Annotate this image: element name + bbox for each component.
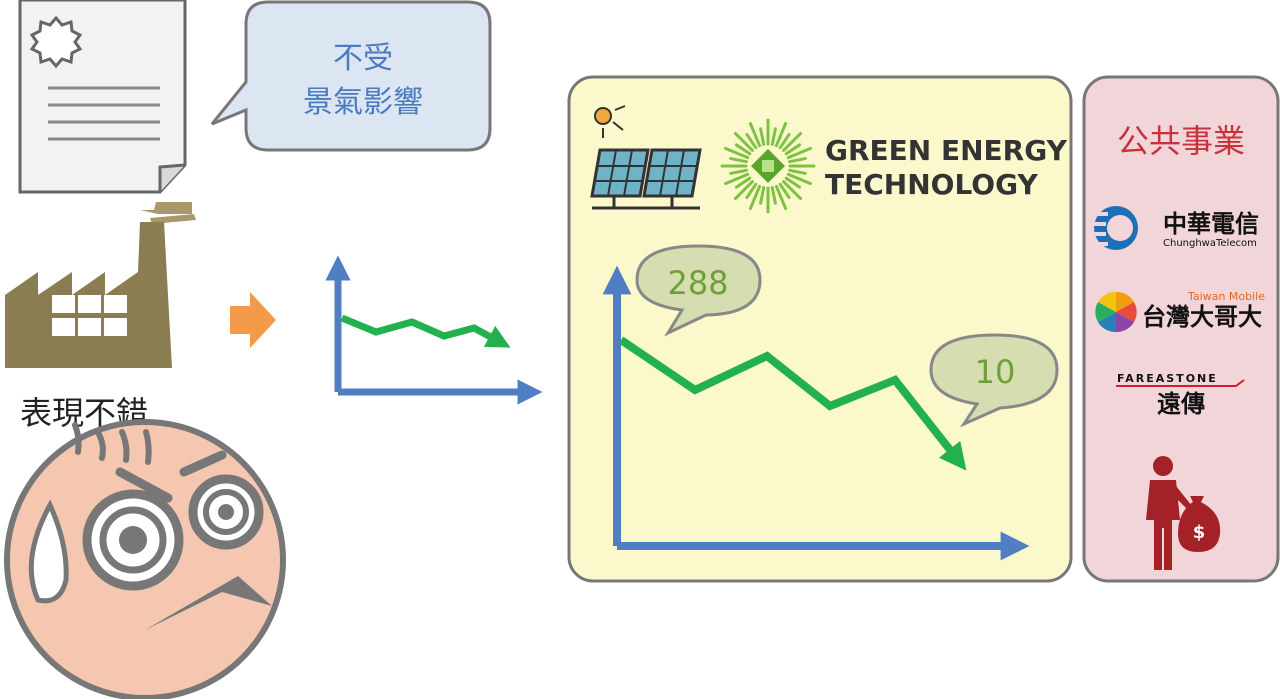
logo-ray bbox=[770, 186, 777, 205]
green-energy-logo-icon bbox=[720, 118, 816, 214]
logo-line1: GREEN ENERGY bbox=[825, 134, 1068, 167]
logo-ray bbox=[774, 184, 788, 210]
utilities-title: 公共事業 bbox=[1117, 122, 1245, 160]
logo-ray bbox=[778, 132, 791, 150]
logo-ray bbox=[729, 168, 748, 175]
logo-ray bbox=[734, 143, 752, 156]
svg-text:$: $ bbox=[1193, 522, 1206, 543]
logo-ray bbox=[770, 127, 777, 146]
chunghwa-name: 中華電信 bbox=[1163, 210, 1259, 238]
chunghwa-logo-icon bbox=[1094, 206, 1138, 250]
logo-ray bbox=[724, 172, 750, 186]
logo-ray bbox=[786, 172, 812, 186]
logo-ray bbox=[759, 186, 766, 205]
logo-line2: TECHNOLOGY bbox=[825, 168, 1038, 201]
fareastone-name-en: FAREASTONE bbox=[1117, 372, 1218, 385]
businessman-money-icon: $ bbox=[1146, 456, 1221, 570]
logo-ray bbox=[782, 131, 803, 152]
big-trend-chart bbox=[602, 265, 1030, 561]
taiwan-mobile-logo-icon bbox=[1095, 291, 1137, 333]
logo-ray bbox=[788, 157, 807, 164]
logo-ray bbox=[734, 176, 752, 189]
fareastone-logo: FAREASTONE 遠傳 bbox=[1116, 372, 1245, 418]
logo-ray bbox=[782, 180, 803, 201]
orange-arrow-icon bbox=[230, 292, 276, 348]
speech-callout: 不受 景氣影響 bbox=[210, 0, 492, 152]
callout-line2: 景氣影響 bbox=[303, 85, 423, 120]
logo-ray bbox=[774, 122, 788, 148]
document-icon bbox=[18, 0, 187, 194]
logo-ray bbox=[733, 131, 754, 152]
logo-ray bbox=[729, 157, 748, 164]
logo-ray bbox=[786, 146, 812, 160]
small-trend-chart bbox=[325, 255, 543, 405]
worried-face-icon bbox=[4, 419, 286, 699]
solar-panel-icon bbox=[590, 105, 702, 210]
logo-ray bbox=[784, 176, 802, 189]
low-value-bubble: 10 bbox=[929, 333, 1059, 428]
callout-line1: 不受 bbox=[333, 41, 393, 76]
utilities-panel bbox=[1082, 75, 1280, 583]
logo-ray bbox=[784, 143, 802, 156]
high-value-label: 288 bbox=[667, 264, 728, 302]
logo-ray bbox=[745, 182, 758, 200]
logo-ray bbox=[759, 127, 766, 146]
fareastone-name-zh: 遠傳 bbox=[1157, 390, 1205, 418]
logo-ray bbox=[745, 132, 758, 150]
taiwan-mobile-name: 台灣大哥大 bbox=[1142, 303, 1262, 331]
logo-ray bbox=[748, 184, 762, 210]
logo-ray bbox=[778, 182, 791, 200]
low-value-label: 10 bbox=[975, 353, 1016, 391]
logo-ray bbox=[724, 146, 750, 160]
chunghwa-sub: ChunghwaTelecom bbox=[1163, 238, 1257, 249]
taiwan-mobile-tag: Taiwan Mobile bbox=[1187, 290, 1265, 303]
logo-ray bbox=[733, 180, 754, 201]
high-value-bubble: 288 bbox=[635, 244, 762, 337]
logo-ray bbox=[788, 168, 807, 175]
logo-ray bbox=[748, 122, 762, 148]
seal-icon bbox=[29, 15, 83, 69]
factory-icon bbox=[5, 202, 196, 368]
